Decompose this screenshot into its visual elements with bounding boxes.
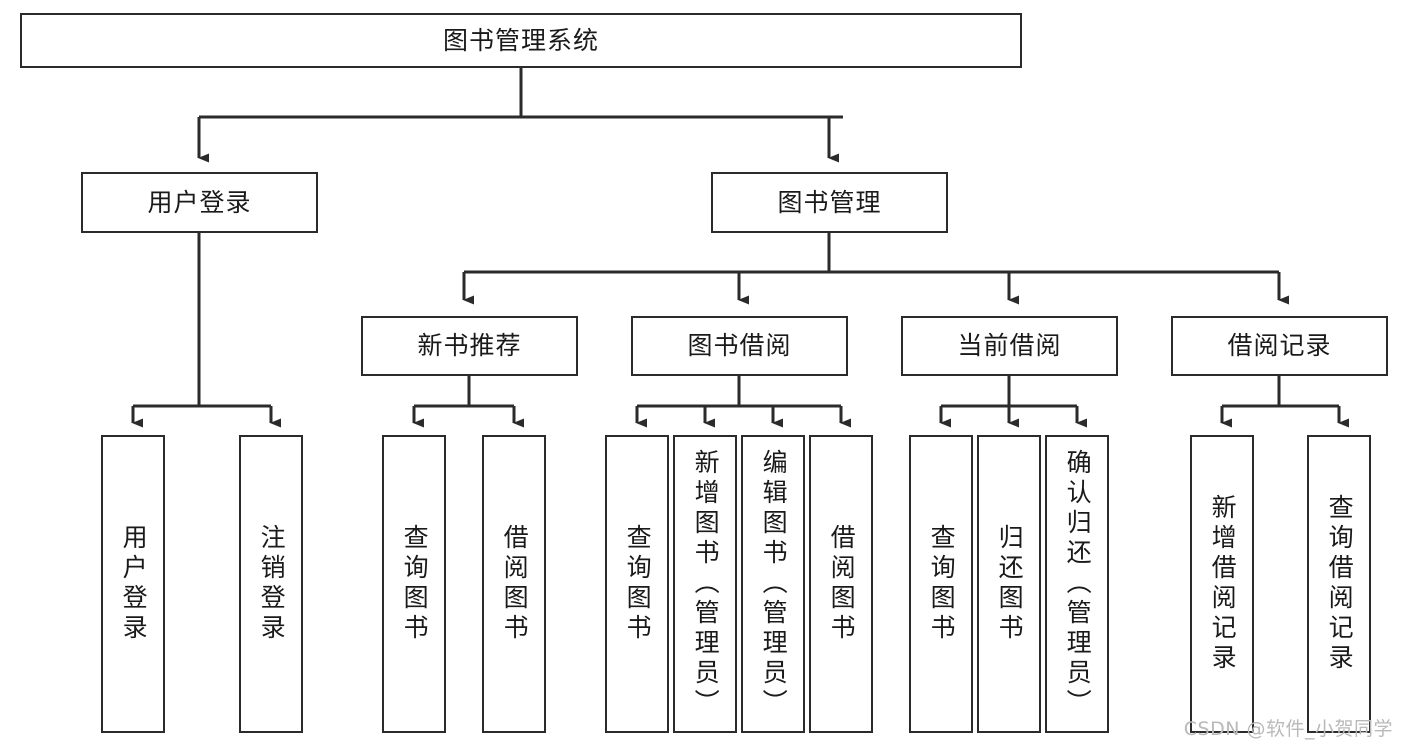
- node-label: 归还图书: [995, 524, 1025, 644]
- node-label: 查询图书: [623, 524, 653, 644]
- leaf-add-record[interactable]: 新增借阅记录: [1190, 435, 1254, 733]
- node-label: 查询图书: [400, 524, 430, 644]
- leaf-confirm-return[interactable]: 确认归还（管理员）: [1045, 435, 1109, 733]
- leaf-edit-book[interactable]: 编辑图书（管理员）: [741, 435, 805, 733]
- leaf-borrow-book-1[interactable]: 借阅图书: [482, 435, 546, 733]
- leaf-return-book[interactable]: 归还图书: [977, 435, 1041, 733]
- node-label: 查询图书: [927, 524, 957, 644]
- node-root-system[interactable]: 图书管理系统: [20, 13, 1022, 68]
- leaf-query-record[interactable]: 查询借阅记录: [1307, 435, 1371, 733]
- leaf-add-book[interactable]: 新增图书（管理员）: [673, 435, 737, 733]
- leaf-user-login[interactable]: 用户登录: [101, 435, 165, 733]
- node-label: 查询借阅记录: [1325, 494, 1355, 674]
- node-label: 借阅记录: [1227, 331, 1332, 361]
- node-label: 编辑图书（管理员）: [759, 449, 789, 719]
- node-label: 借阅图书: [500, 524, 530, 644]
- leaf-query-book-2[interactable]: 查询图书: [605, 435, 669, 733]
- node-label: 确认归还（管理员）: [1063, 449, 1093, 719]
- node-label: 新书推荐: [417, 331, 522, 361]
- node-current-borrow[interactable]: 当前借阅: [901, 316, 1118, 376]
- node-label: 图书管理系统: [442, 25, 599, 55]
- node-label: 新增借阅记录: [1208, 494, 1238, 674]
- node-label: 图书管理: [777, 187, 882, 217]
- node-user-login[interactable]: 用户登录: [81, 172, 318, 233]
- csdn-watermark: CSDN @软件_小贺同学: [1183, 718, 1393, 740]
- node-book-borrow[interactable]: 图书借阅: [631, 316, 848, 376]
- node-book-management[interactable]: 图书管理: [711, 172, 948, 233]
- node-borrow-record[interactable]: 借阅记录: [1171, 316, 1388, 376]
- node-label: 图书借阅: [687, 331, 792, 361]
- node-label: 用户登录: [147, 187, 252, 217]
- node-new-book-recommend[interactable]: 新书推荐: [361, 316, 578, 376]
- node-label: 新增图书（管理员）: [691, 449, 721, 719]
- node-label: 用户登录: [119, 524, 149, 644]
- leaf-query-book-1[interactable]: 查询图书: [382, 435, 446, 733]
- leaf-borrow-book-2[interactable]: 借阅图书: [809, 435, 873, 733]
- node-label: 注销登录: [257, 524, 287, 644]
- leaf-query-book-3[interactable]: 查询图书: [909, 435, 973, 733]
- node-label: 当前借阅: [957, 331, 1062, 361]
- node-label: 借阅图书: [827, 524, 857, 644]
- leaf-logout[interactable]: 注销登录: [239, 435, 303, 733]
